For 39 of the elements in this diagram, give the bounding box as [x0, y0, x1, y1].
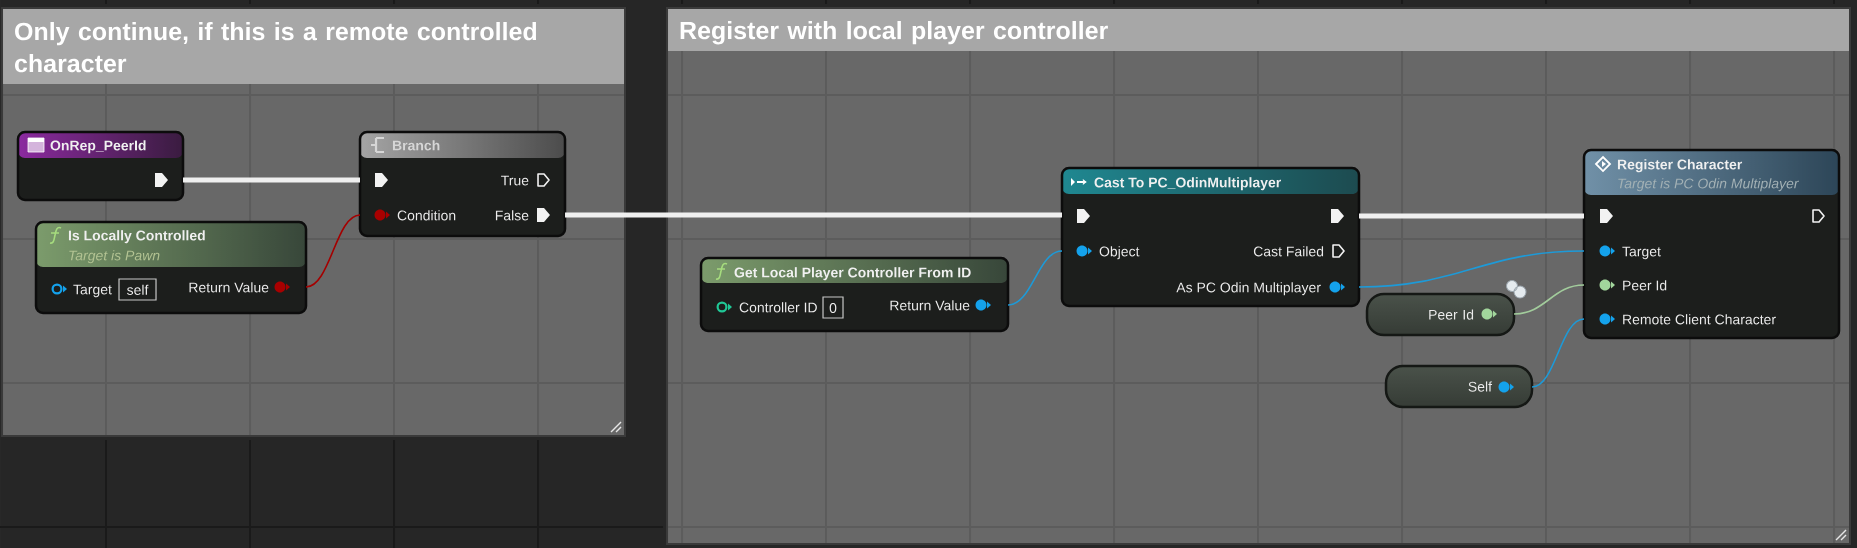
node-box	[1582, 148, 1841, 340]
node-title: OnRep_PeerId	[50, 140, 146, 154]
pin-label: As PC Odin Multiplayer	[1176, 282, 1321, 296]
wire	[565, 212, 1062, 218]
pin-label: True	[501, 175, 529, 186]
variable-pill: Self	[1384, 364, 1534, 409]
node-title: Get Local Player Controller From ID	[734, 267, 971, 281]
pin-label: Target	[73, 284, 112, 298]
wire	[305, 214, 361, 288]
wire	[1358, 250, 1585, 288]
pin-label: Remote Client Character	[1623, 314, 1776, 325]
value-field: self	[118, 278, 157, 301]
pin-label: Return Value	[189, 282, 269, 293]
pin-label: Peer Id	[1623, 280, 1667, 291]
node-box	[358, 130, 567, 238]
node-title: Is Locally Controlled	[68, 230, 205, 244]
pin-label: False	[495, 210, 529, 221]
pin-label: Return Value	[890, 300, 970, 311]
node-box	[16, 130, 185, 202]
wire	[1007, 250, 1063, 306]
pin-label: Cast Failed	[1253, 246, 1324, 257]
pin-label: Controller ID	[739, 302, 817, 313]
variable-pill: Peer Id	[1365, 280, 1527, 337]
node-box	[699, 256, 1010, 333]
node-box	[1060, 166, 1361, 308]
node-subtitle: Target is PC Odin Multiplayer	[1618, 178, 1799, 192]
node-box	[34, 220, 308, 315]
node-title: Cast To PC_OdinMultiplayer	[1094, 177, 1281, 191]
node-title: Register Character	[1617, 159, 1743, 173]
value-field: 0	[822, 296, 844, 319]
wire	[1531, 318, 1585, 388]
wire	[1359, 213, 1584, 219]
node-title: Branch	[392, 140, 440, 151]
wire	[1513, 284, 1585, 315]
wire	[183, 177, 360, 183]
node-subtitle: Target is Pawn	[69, 250, 160, 264]
pin-label: Condition	[397, 210, 456, 221]
pin-label: Target	[1622, 246, 1661, 260]
pin-label: Object	[1099, 246, 1140, 260]
